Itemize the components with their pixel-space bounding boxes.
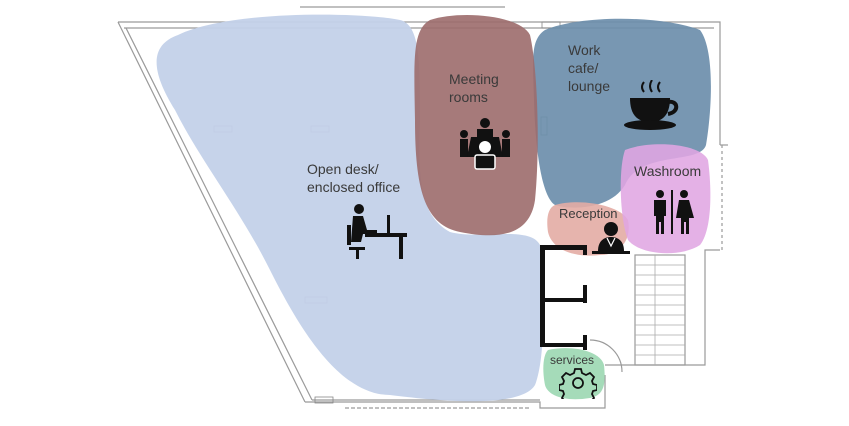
label-line: services: [550, 353, 595, 367]
zone-label-washroom: Washroom: [634, 162, 701, 180]
label-line: Meeting: [449, 71, 499, 87]
coffee-cup-icon: [624, 80, 679, 130]
zone-label-open-desk: Open desk/ enclosed office: [307, 160, 400, 196]
zone-meeting: [414, 15, 538, 236]
label-line: cafe/: [568, 60, 599, 76]
person-at-desk-icon: [347, 204, 407, 259]
restroom-icon: [654, 190, 694, 234]
zone-label-services: services: [550, 351, 594, 369]
label-line: enclosed office: [307, 179, 401, 195]
receptionist-icon: [592, 222, 630, 254]
label-line: Reception: [559, 206, 618, 221]
meeting-table-icon: [460, 118, 510, 170]
label-line: Washroom: [634, 163, 702, 179]
label-line: lounge: [568, 78, 611, 94]
zone-open-desk: [156, 14, 544, 402]
zone-label-meeting: Meeting rooms: [449, 70, 499, 106]
core-walls: [540, 245, 587, 350]
zone-label-work-cafe: Work cafe/ lounge: [568, 41, 610, 95]
gear-icon: [559, 368, 597, 399]
label-line: Open desk/: [307, 161, 379, 177]
label-line: rooms: [449, 89, 488, 105]
zone-work-cafe: [533, 18, 711, 208]
zone-label-reception: Reception: [559, 205, 618, 223]
label-line: Work: [568, 42, 601, 58]
